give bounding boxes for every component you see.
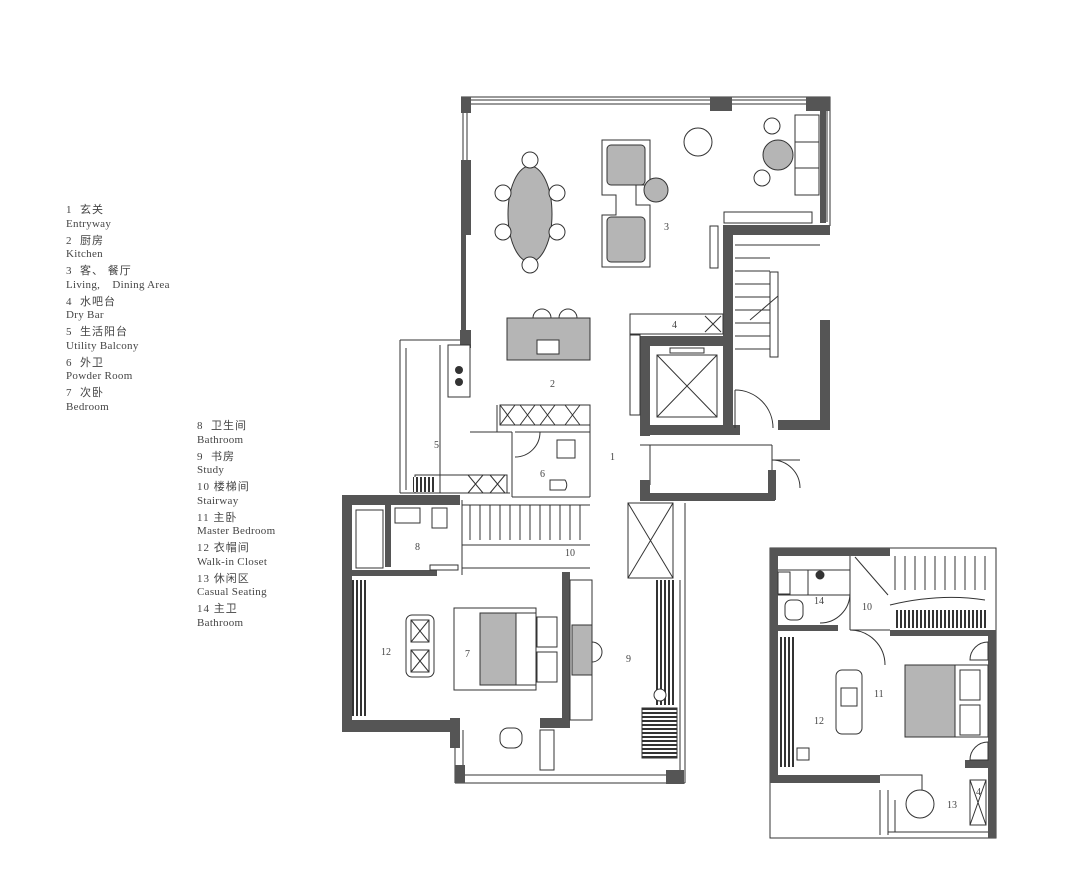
room-label-10: 10 [565, 548, 575, 559]
lower-floor-walls [342, 97, 830, 784]
upper-room-label-12: 12 [814, 716, 824, 727]
utility-rack [413, 477, 435, 492]
room-label-8: 8 [415, 542, 420, 553]
casual-seating [905, 779, 987, 826]
bathroom-fixtures [355, 507, 459, 571]
kitchen-island [447, 308, 591, 426]
stair-core [734, 244, 820, 489]
room-label-3: 3 [664, 222, 669, 233]
master-desk [796, 669, 863, 761]
upper-closet-hangers [778, 637, 796, 767]
room-label-5: 5 [434, 440, 439, 451]
study-bookshelf [656, 580, 676, 705]
upper-floor-walls [770, 548, 996, 838]
upper-room-label-10: 10 [862, 602, 872, 613]
upper-room-label-13: 13 [947, 800, 957, 811]
room-label-9: 9 [626, 654, 631, 665]
bedroom-cabinet [539, 729, 555, 771]
lower-floor-room-labels: 1 2 3 4 5 6 7 8 9 10 12 [381, 222, 677, 665]
room-label-6: 6 [540, 469, 545, 480]
room-label-4: 4 [672, 320, 677, 331]
room-label-1: 1 [610, 452, 615, 463]
upper-stairway [889, 556, 986, 606]
upper-hangers-top [895, 610, 987, 628]
stairway-lower [462, 504, 590, 540]
study-seat [641, 688, 678, 759]
powder-room-fixtures [414, 380, 576, 494]
bedroom-furniture [405, 579, 603, 749]
entry-cabinet [627, 502, 674, 579]
upper-floor-room-labels: 10 11 12 13 14 4 [814, 596, 981, 811]
room-label-2: 2 [550, 379, 555, 390]
lower-floor-windows [462, 99, 828, 222]
upper-room-label-14: 14 [814, 596, 824, 607]
upper-bath-fixtures [777, 570, 825, 621]
room-label-12: 12 [381, 647, 391, 658]
elevator [656, 347, 718, 418]
dry-bar [629, 313, 724, 416]
sofa-group [601, 114, 820, 269]
dining-table-group [494, 151, 566, 274]
upper-room-label-4: 4 [976, 787, 981, 798]
closet-hangers-lower [352, 580, 366, 716]
upper-room-label-11: 11 [874, 689, 884, 700]
master-bed [904, 641, 989, 761]
room-label-7: 7 [465, 649, 470, 660]
